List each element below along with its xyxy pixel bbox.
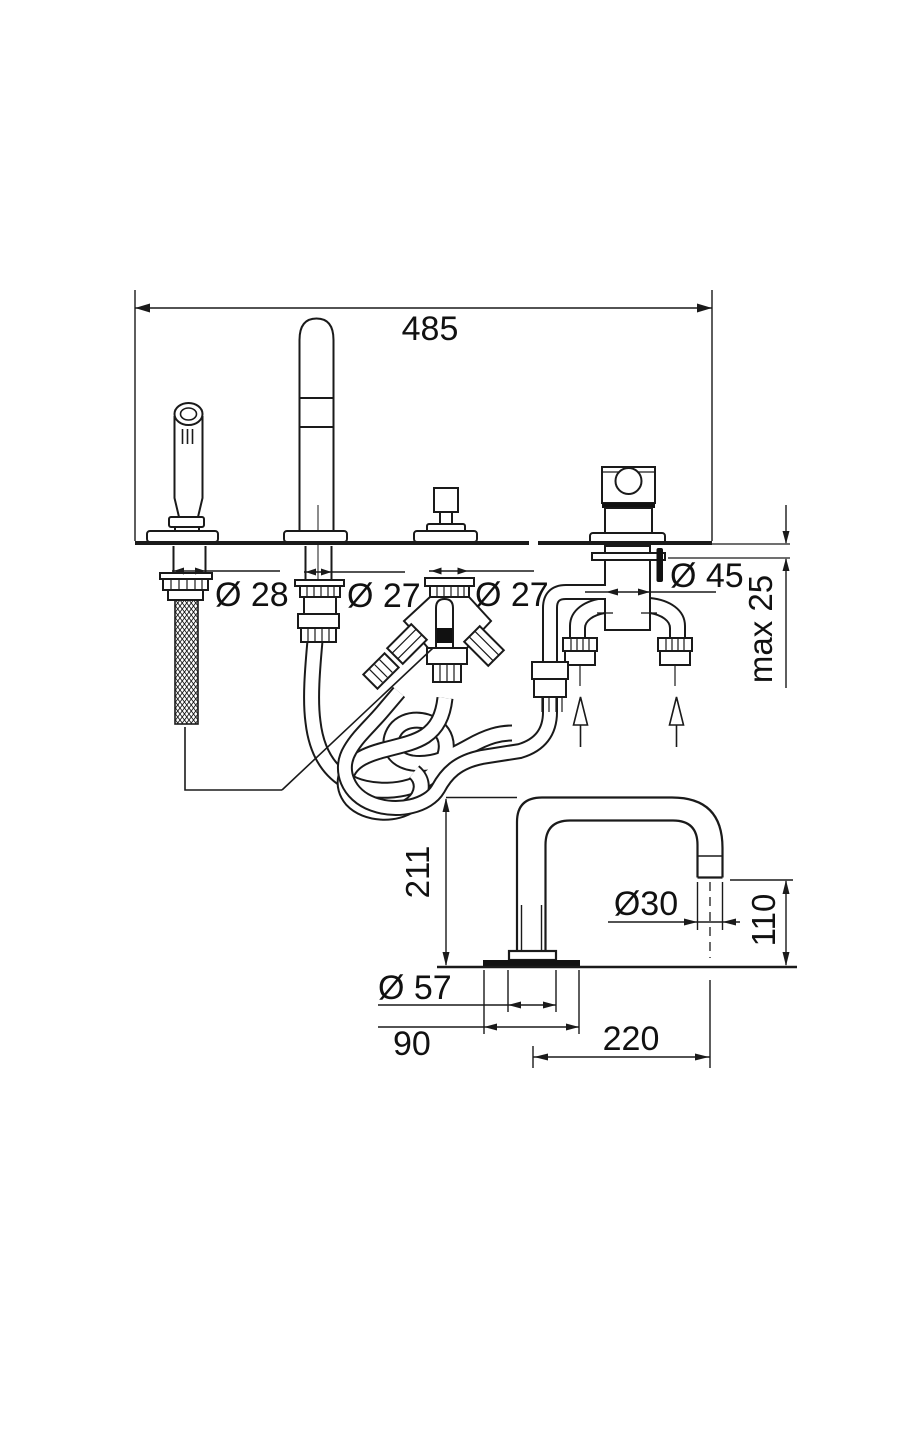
dim-max-thickness-label: max 25 <box>742 575 779 683</box>
diverter-knob <box>413 487 478 543</box>
dimension-reach <box>532 980 711 1068</box>
mounting-stud <box>656 548 663 582</box>
dim-diverter-hole-label: Ø 27 <box>475 576 549 614</box>
dimension-spout-height <box>442 796 517 966</box>
left-branch-nut <box>385 622 429 666</box>
spout-tail <box>294 546 345 615</box>
spout-union-nut <box>297 613 340 643</box>
handshower-spray-lines <box>181 429 194 444</box>
right-branch-nut <box>462 624 506 668</box>
braided-hose <box>174 599 199 725</box>
dimension-labels: 485 Ø 28 Ø 27 Ø 27 Ø 45 max 25 211 Ø30 1… <box>215 310 782 1063</box>
dim-spout-hole-label: Ø 27 <box>347 577 421 615</box>
hot-supply-arrow <box>572 696 589 747</box>
mixer-hose <box>337 584 606 816</box>
spout-escutcheon <box>283 530 348 543</box>
flex-hoses <box>303 584 606 821</box>
dim-outlet-diameter-label: Ø30 <box>614 885 678 923</box>
base-flange <box>507 949 558 962</box>
single-lever-mixer <box>589 466 666 545</box>
dim-reach-label: 220 <box>603 1020 660 1058</box>
dim-outlet-height-label: 110 <box>745 894 782 947</box>
diverter-underbody <box>361 577 506 691</box>
mixer-hose-coupler <box>531 661 569 712</box>
dimension-base-plate <box>378 970 580 1034</box>
handshower-hose-line <box>184 647 434 791</box>
dim-base-flange-label: Ø 57 <box>378 969 452 1007</box>
dimension-outlet-height <box>730 879 793 966</box>
dim-base-plate-label: 90 <box>393 1025 431 1063</box>
dimension-base-flange <box>378 970 557 1012</box>
cold-supply-arrow <box>668 696 685 747</box>
handshower-tail <box>159 546 213 725</box>
dimension-max-thickness <box>782 505 790 688</box>
dim-overall-width-label: 485 <box>402 310 459 348</box>
diverter-escutcheon <box>413 530 478 543</box>
handshower-escutcheon <box>146 530 219 543</box>
left-branch-coupler <box>361 651 401 691</box>
supply-arrows <box>572 696 685 747</box>
dimension-overall-width <box>134 290 713 541</box>
dim-spout-height-label: 211 <box>399 846 436 899</box>
spout-side-view <box>437 796 797 969</box>
deck-line <box>135 541 790 559</box>
handshower <box>146 402 219 543</box>
dim-handshower-hole-label: Ø 28 <box>215 576 289 614</box>
base-plate <box>483 960 580 967</box>
spout-hose <box>303 629 513 799</box>
hole-dimension-leaders <box>172 567 716 596</box>
dim-mixer-hole-label: Ø 45 <box>670 557 744 595</box>
dimension-outlet-diameter <box>608 882 740 930</box>
lever-pivot <box>614 467 643 495</box>
